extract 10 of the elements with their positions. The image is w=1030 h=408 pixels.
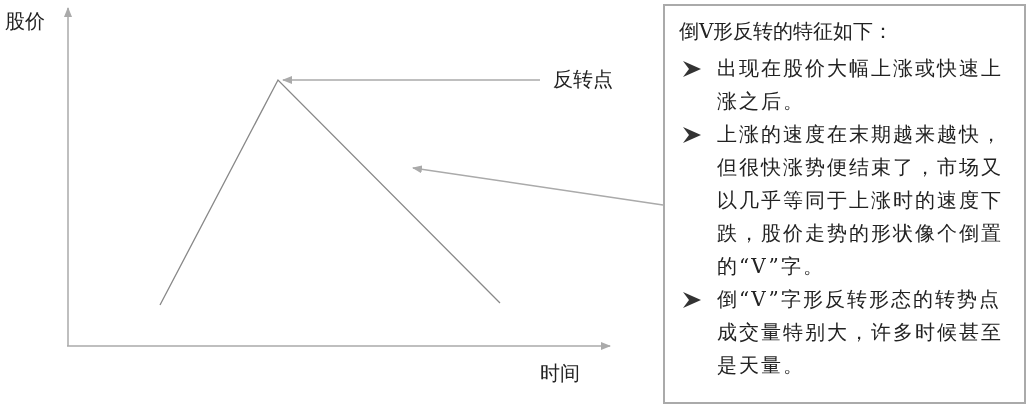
bullet-text: 倒“V”字形反转形态的转势点成交量特别大，许多时候甚至是天量。 (717, 286, 1004, 379)
box-heading: 倒V形反转的特征如下： (679, 18, 894, 45)
text-box (663, 4, 1026, 404)
leader-arrow (282, 76, 541, 84)
axis-label: 股价 (5, 8, 45, 35)
bullet-text: 上涨的速度在末期越来越快，但很快涨势便结束了，市场又以几乎等同于上涨时的速度下跌，股价走势的形状像个倒置的“V”字。 (717, 121, 1004, 280)
callout-label: 反转点 (553, 66, 613, 93)
axis-label: 时间 (540, 360, 580, 387)
leader-arrow (412, 165, 664, 206)
bullet-text: 出现在股价大幅上涨或快速上涨之后。 (717, 55, 1004, 115)
